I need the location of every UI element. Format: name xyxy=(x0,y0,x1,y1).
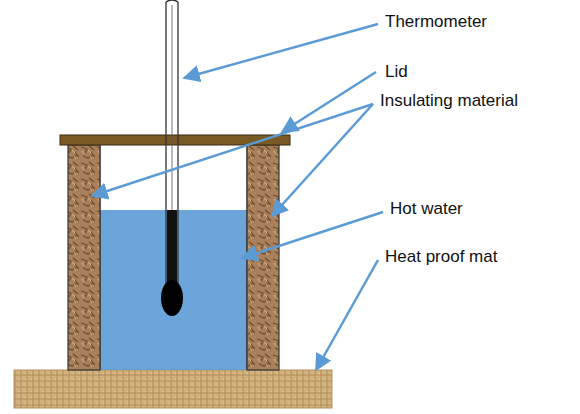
leader-lines xyxy=(92,24,383,370)
thermometer xyxy=(161,0,183,316)
heat-proof-mat-label: Heat proof mat xyxy=(385,247,497,267)
hot-water-label: Hot water xyxy=(390,199,463,219)
insulating-material-label: Insulating material xyxy=(380,91,518,111)
lid-label: Lid xyxy=(385,62,408,82)
heat-proof-mat xyxy=(14,370,332,408)
hot-water xyxy=(100,210,247,370)
thermometer-label: Thermometer xyxy=(385,12,487,32)
insulation-right xyxy=(247,145,279,370)
insulation-left xyxy=(68,145,100,370)
